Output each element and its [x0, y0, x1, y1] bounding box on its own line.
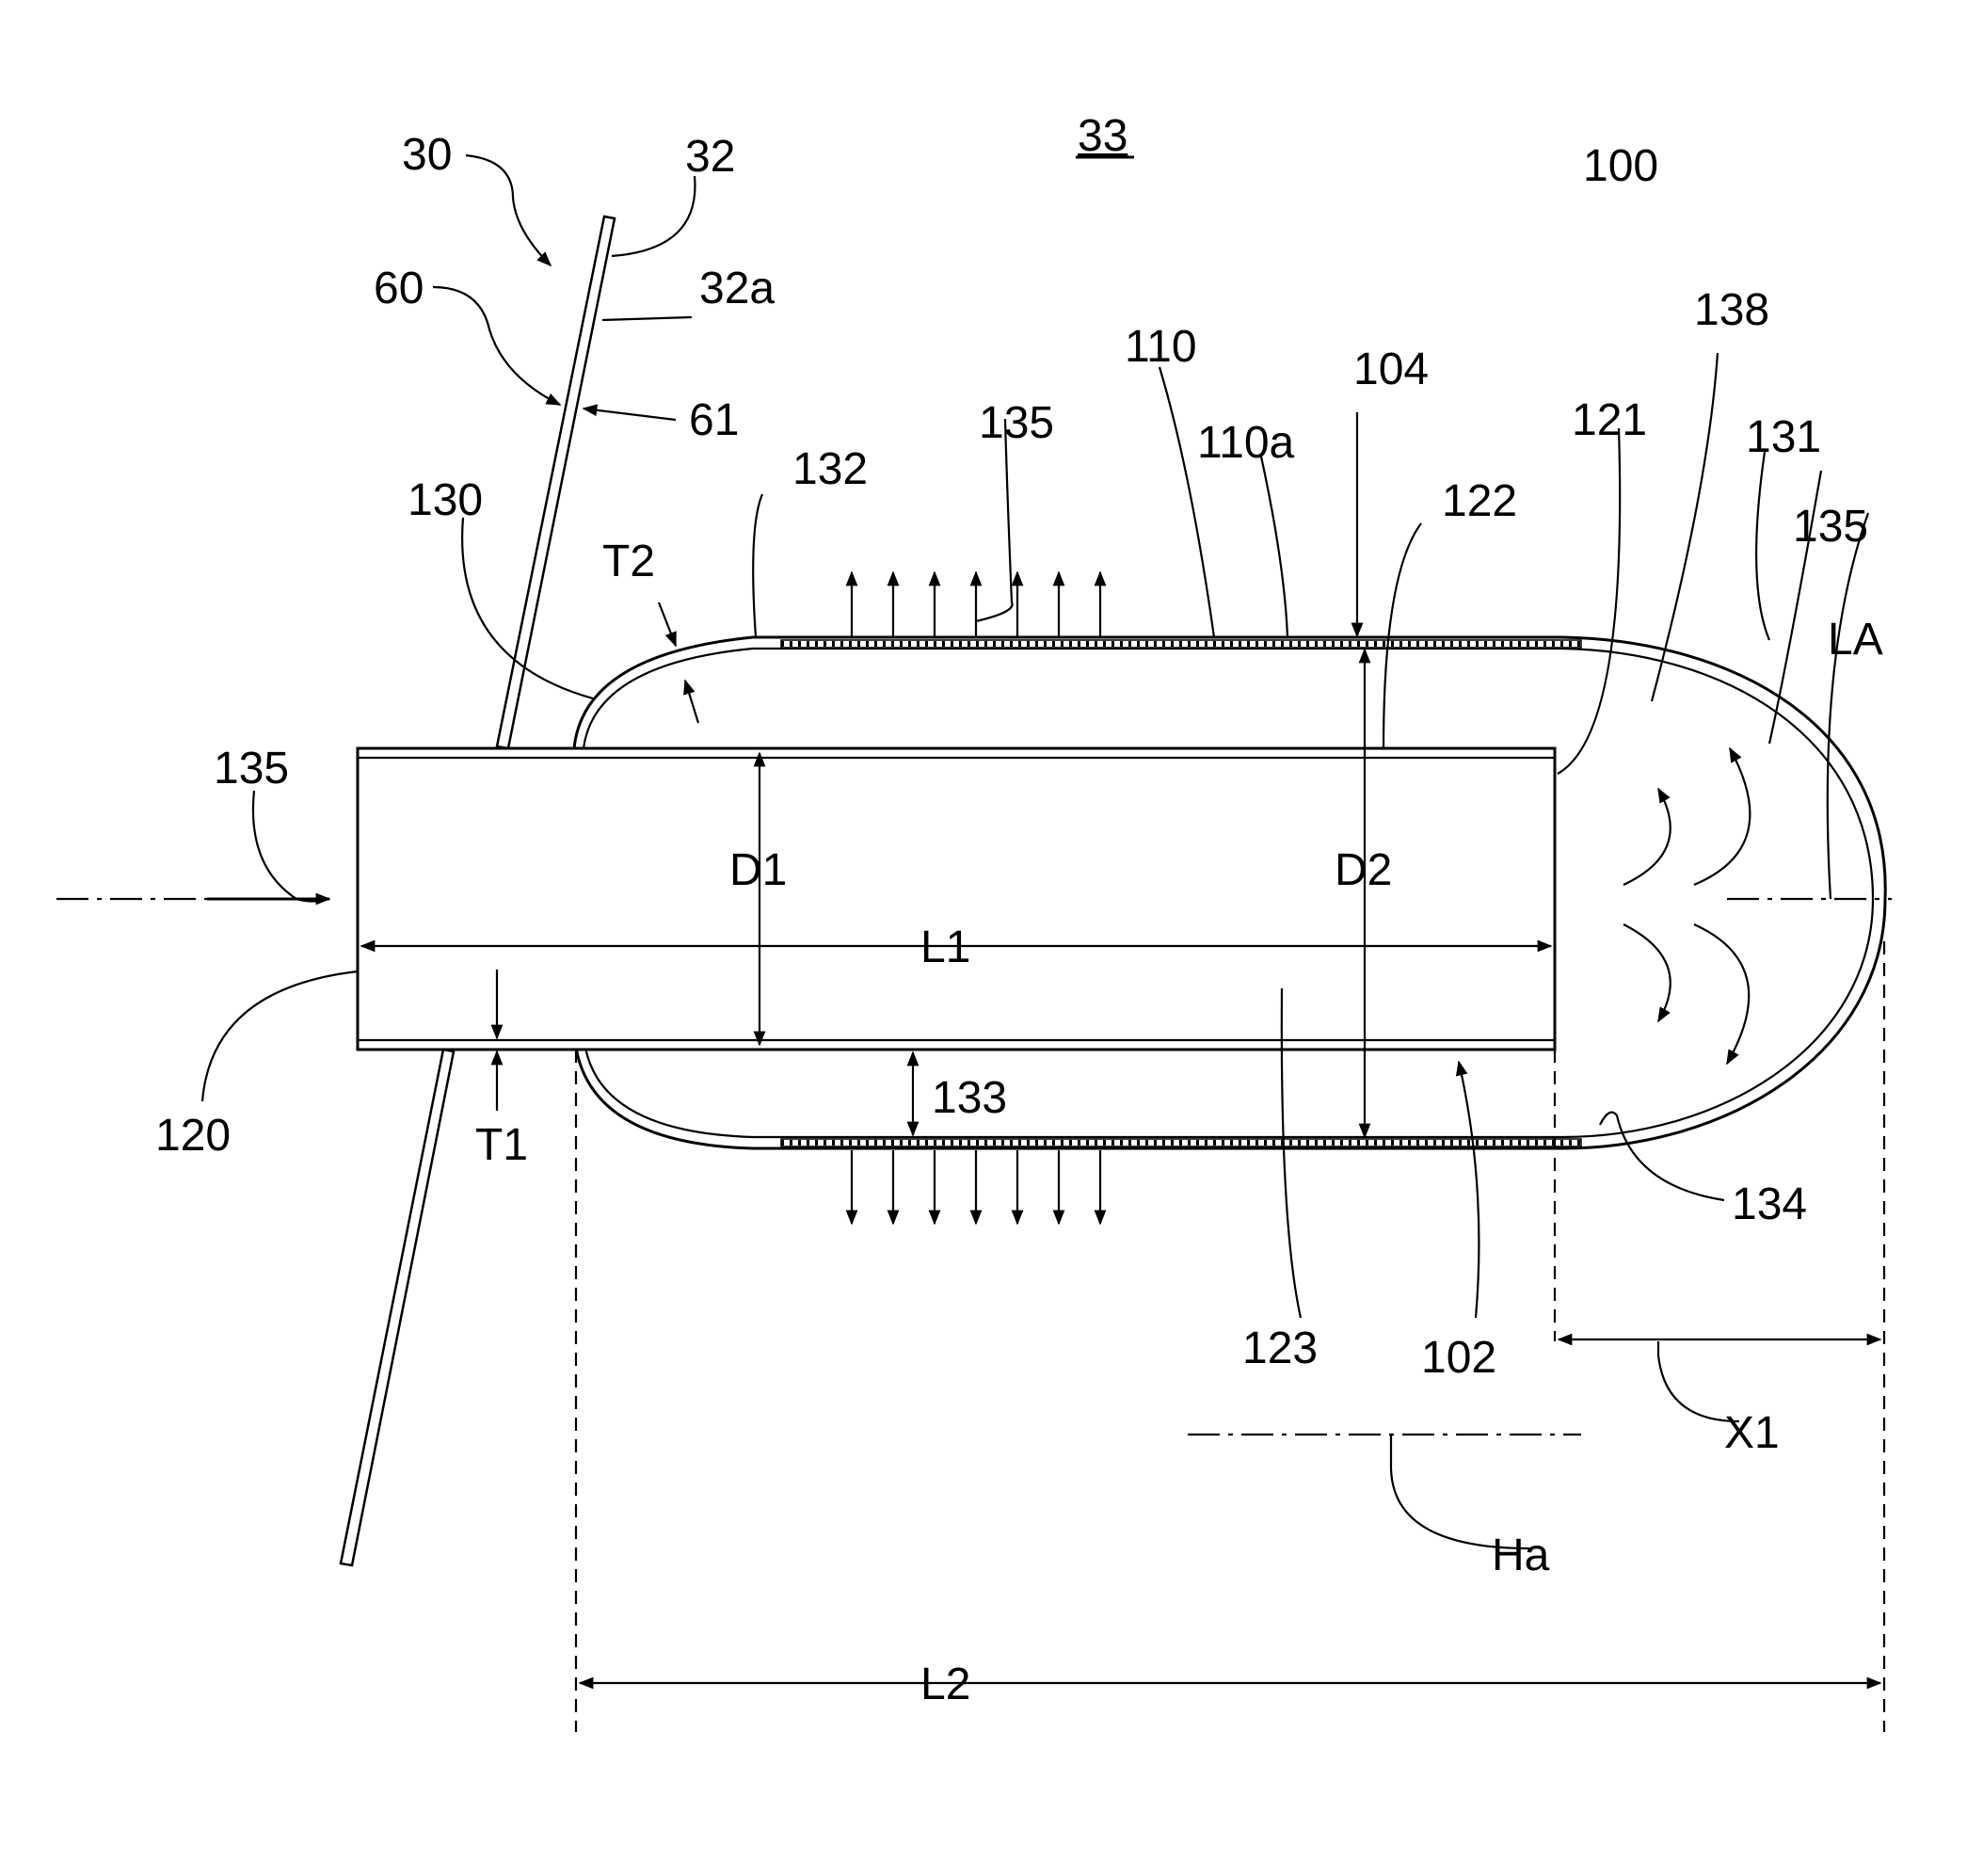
label-d2: D2 — [1335, 845, 1392, 895]
inner-tube-120 — [358, 748, 1555, 1050]
label-104: 104 — [1353, 345, 1429, 394]
label-135-right: 135 — [1793, 502, 1868, 552]
label-110a: 110a — [1197, 418, 1295, 468]
label-132: 132 — [792, 444, 868, 494]
label-135-top: 135 — [979, 398, 1054, 448]
label-33: 33 — [1078, 111, 1127, 161]
label-x1: X1 — [1724, 1408, 1780, 1458]
label-138: 138 — [1694, 285, 1769, 335]
label-135-left: 135 — [214, 744, 289, 794]
label-123: 123 — [1242, 1323, 1318, 1373]
label-120: 120 — [155, 1111, 231, 1161]
curved-flow-arrows — [1623, 748, 1750, 1064]
label-32: 32 — [685, 132, 735, 182]
label-130: 130 — [408, 475, 483, 525]
label-la: LA — [1828, 615, 1883, 665]
label-d1: D1 — [729, 845, 787, 895]
label-60: 60 — [374, 264, 424, 313]
label-122: 122 — [1442, 476, 1517, 526]
label-134: 134 — [1732, 1179, 1807, 1229]
label-121: 121 — [1572, 395, 1647, 445]
label-100: 100 — [1583, 141, 1658, 191]
label-61: 61 — [689, 395, 739, 445]
label-32a: 32a — [699, 264, 775, 313]
label-t1: T1 — [475, 1120, 528, 1170]
label-102: 102 — [1421, 1333, 1496, 1383]
label-133: 133 — [932, 1073, 1007, 1123]
label-l1: L1 — [920, 922, 970, 972]
label-110: 110 — [1125, 322, 1197, 372]
label-l2: L2 — [920, 1660, 970, 1709]
label-ha: Ha — [1492, 1531, 1550, 1580]
label-t2: T2 — [602, 537, 655, 586]
label-131: 131 — [1746, 412, 1821, 462]
label-30: 30 — [402, 130, 452, 180]
